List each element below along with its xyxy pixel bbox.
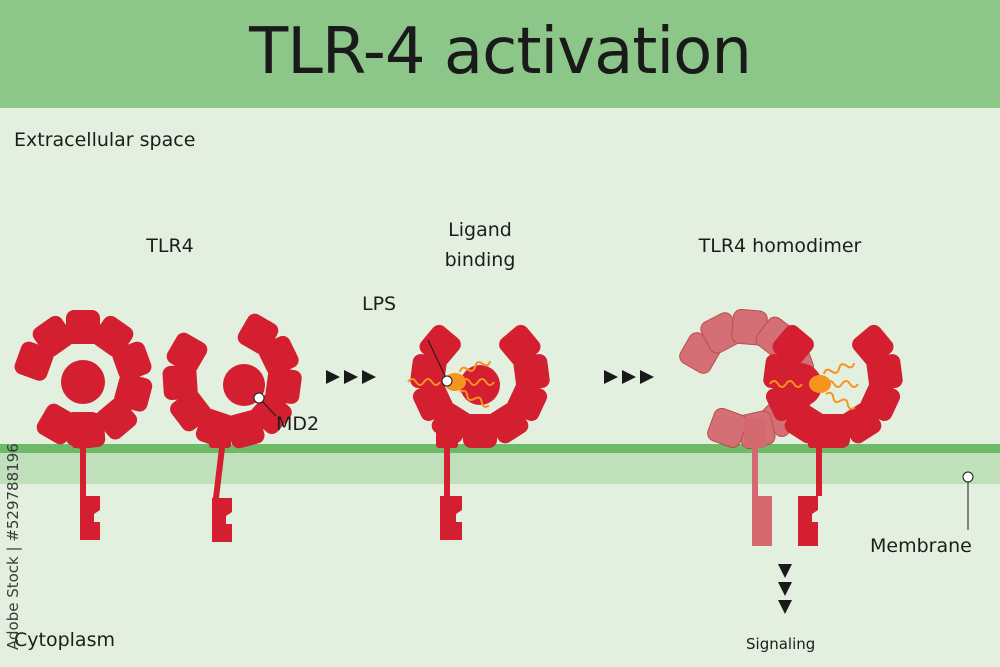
- lps-marker: [441, 375, 453, 387]
- lrr-segment: [772, 324, 814, 367]
- lrr-segment: [419, 324, 461, 367]
- lrr-segment: [95, 398, 138, 440]
- membrane-marker: [962, 471, 974, 483]
- stage-label-ligand-line2: binding: [444, 249, 516, 271]
- lrr-segment: [162, 364, 198, 400]
- stage-label-ligand-line1: Ligand: [448, 219, 512, 241]
- md2-leader: [260, 399, 277, 417]
- md2-circle-1: [61, 360, 105, 404]
- diagram-title: TLR-4 activation: [249, 15, 752, 89]
- watermark: Adobe Stock | #529788196: [4, 443, 22, 650]
- signaling-arrows: [778, 564, 792, 614]
- label-cytoplasm: Cytoplasm: [14, 629, 115, 651]
- lps-bound-2: [769, 359, 859, 412]
- lrr-segment: [412, 381, 453, 421]
- title-bar: [0, 0, 1000, 108]
- lrr-segment: [112, 341, 152, 381]
- stage-label-homodimer: TLR4 homodimer: [698, 235, 862, 257]
- md2-marker: [253, 392, 265, 404]
- lrr-segment: [36, 403, 78, 445]
- lps-leader: [427, 339, 447, 379]
- stage-label-tlr4: TLR4: [146, 235, 194, 257]
- lrr-segment: [66, 310, 100, 344]
- tlr4-stalks: [72, 420, 462, 542]
- callout-md2: MD2: [276, 413, 320, 435]
- lrr-segment: [258, 335, 299, 377]
- label-extracellular: Extracellular space: [14, 129, 196, 151]
- lrr-segment: [840, 402, 882, 444]
- lrr-segment: [32, 315, 74, 357]
- lrr-segment: [226, 410, 265, 449]
- callout-lps: LPS: [362, 293, 397, 315]
- lrr-segment: [707, 407, 748, 448]
- lrr-segment: [170, 390, 212, 432]
- process-arrows-2: [604, 370, 654, 384]
- dimer-stalks: [744, 418, 830, 546]
- lrr-segment: [166, 332, 208, 374]
- label-membrane: Membrane: [870, 535, 972, 557]
- process-arrows-1: [326, 370, 376, 384]
- membrane-line: [0, 444, 1000, 453]
- callout-signaling: Signaling: [746, 635, 816, 653]
- lrr-segment: [487, 402, 529, 444]
